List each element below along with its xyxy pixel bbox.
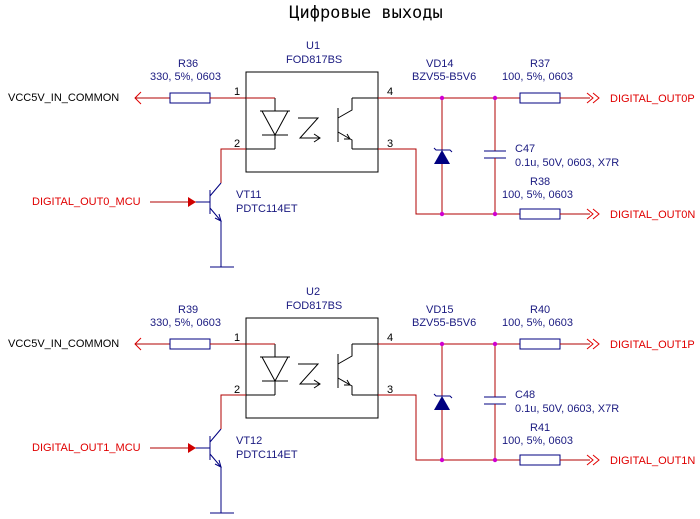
out-n-net-label: DIGITAL_OUT0N: [610, 209, 695, 221]
r-out-n-ref: R38: [530, 176, 550, 188]
npn-transistor-icon: [196, 182, 234, 268]
led-icon: [260, 98, 290, 149]
transistor-ref: VT12: [236, 435, 262, 447]
r-in-resistor: [169, 338, 211, 350]
pin-4-label: 4: [387, 86, 393, 98]
light-coupling-icon: [298, 363, 321, 389]
pin-1-label: 1: [234, 332, 240, 344]
r-out-p-ref: R37: [530, 58, 550, 70]
vcc-net-label: VCC5V_IN_COMMON: [8, 338, 119, 350]
light-coupling-icon: [298, 117, 321, 143]
optocoupler-part: FOD817BS: [286, 300, 342, 312]
r-out-p-ref: R40: [530, 304, 550, 316]
mcu-port-arrow: [188, 443, 196, 453]
r-out-p-resistor: [519, 92, 561, 104]
out-n-port-icon: [586, 454, 600, 466]
r-in-value: 330, 5%, 0603: [150, 317, 221, 329]
transistor-part: PDTC114ET: [236, 203, 298, 215]
r-in-ref: R36: [178, 58, 198, 70]
pin-3-label: 3: [387, 138, 393, 150]
optocoupler-ref: U2: [306, 286, 320, 298]
r-in-resistor: [169, 92, 211, 104]
phototransistor-icon: [337, 344, 353, 395]
capacitor-ref: C48: [515, 389, 535, 401]
capacitor-icon: [484, 344, 506, 460]
capacitor-value: 0.1u, 50V, 0603, X7R: [515, 403, 619, 415]
pin-2-label: 2: [234, 384, 240, 396]
r-in-value: 330, 5%, 0603: [150, 71, 221, 83]
r-out-n-value: 100, 5%, 0603: [502, 189, 573, 201]
npn-transistor-icon: [196, 428, 234, 514]
optocoupler-body: [245, 317, 379, 419]
zener-ref: VD14: [426, 58, 454, 70]
r-out-p-resistor: [519, 338, 561, 350]
out-n-net-label: DIGITAL_OUT1N: [610, 455, 695, 467]
r-in-ref: R39: [178, 304, 198, 316]
out-n-port-icon: [586, 208, 600, 220]
r-out-p-value: 100, 5%, 0603: [502, 317, 573, 329]
zener-part: BZV55-B5V6: [412, 317, 476, 329]
out-p-port-icon: [586, 338, 600, 350]
phototransistor-icon: [337, 98, 353, 149]
r-out-n-ref: R41: [530, 422, 550, 434]
zener-diode-icon: [433, 344, 453, 460]
transistor-part: PDTC114ET: [236, 449, 298, 461]
optocoupler-part: FOD817BS: [286, 54, 342, 66]
mcu-net-label: DIGITAL_OUT0_MCU: [32, 196, 141, 208]
r-out-p-value: 100, 5%, 0603: [502, 71, 573, 83]
led-icon: [260, 344, 290, 395]
pin-4-label: 4: [387, 332, 393, 344]
mcu-port-arrow: [188, 197, 196, 207]
transistor-ref: VT11: [236, 189, 261, 201]
schematic-title: Цифровые выходы: [289, 3, 443, 23]
zener-part: BZV55-B5V6: [412, 71, 476, 83]
pin-1-label: 1: [234, 86, 240, 98]
capacitor-value: 0.1u, 50V, 0603, X7R: [515, 157, 619, 169]
capacitor-icon: [484, 98, 506, 214]
out-p-net-label: DIGITAL_OUT1P: [610, 339, 695, 351]
r-out-n-resistor: [519, 208, 561, 220]
channel-0: VCC5V_IN_COMMON R36 330, 5%, 0603 U1 FOD…: [8, 40, 695, 268]
vcc-net-label: VCC5V_IN_COMMON: [8, 92, 119, 104]
out-p-port-icon: [586, 92, 600, 104]
pin-3-label: 3: [387, 384, 393, 396]
r-out-n-value: 100, 5%, 0603: [502, 435, 573, 447]
channel-1: VCC5V_IN_COMMON R39 330, 5%, 0603 U2 FOD…: [8, 286, 695, 514]
optocoupler-body: [245, 71, 379, 173]
zener-ref: VD15: [426, 304, 454, 316]
mcu-net-label: DIGITAL_OUT1_MCU: [32, 442, 141, 454]
capacitor-ref: C47: [515, 143, 535, 155]
out-p-net-label: DIGITAL_OUT0P: [610, 93, 695, 105]
pin-2-label: 2: [234, 138, 240, 150]
optocoupler-ref: U1: [306, 40, 320, 52]
zener-diode-icon: [433, 98, 453, 214]
r-out-n-resistor: [519, 454, 561, 466]
